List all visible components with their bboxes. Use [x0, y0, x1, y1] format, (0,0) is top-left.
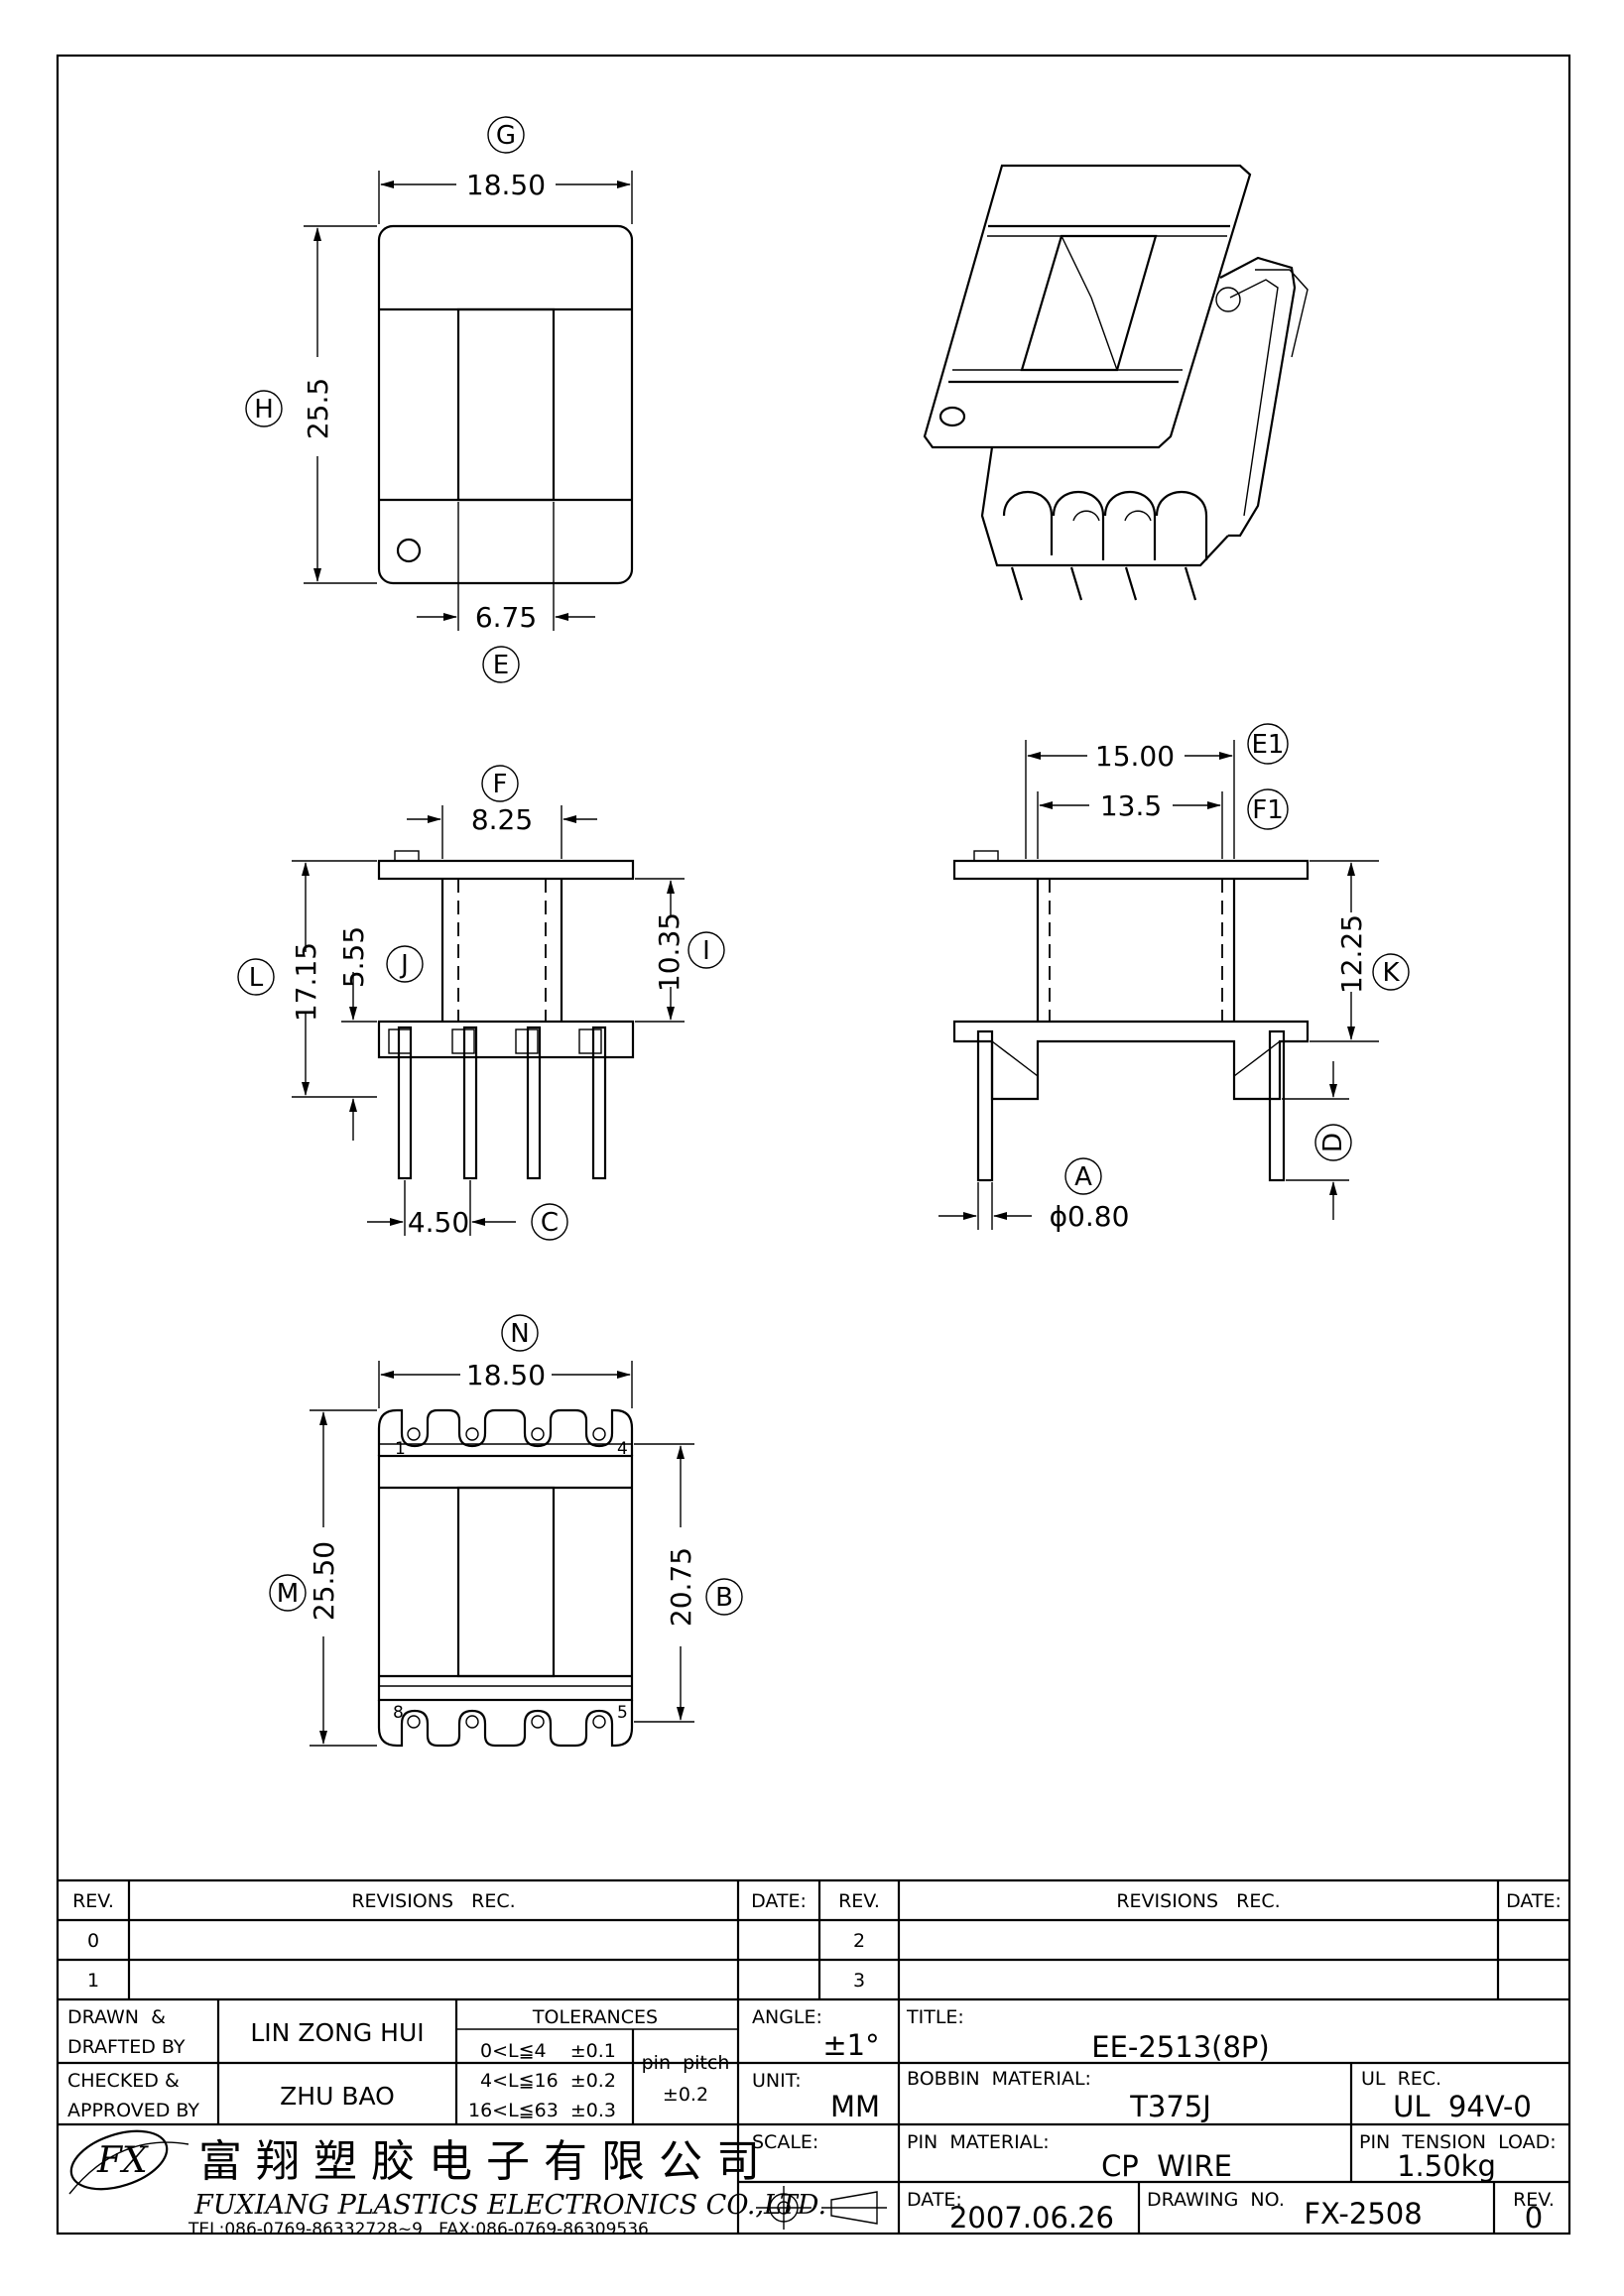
- pin-number-5: 5: [617, 1703, 628, 1723]
- projection-symbol-icon: [756, 2186, 887, 2230]
- bottom-view: 1 4 8 5 18.50 N 25.50 M 20.75 B: [269, 1314, 743, 1748]
- checked-label-line1: CHECKED &: [67, 2070, 180, 2092]
- pin-number-8: 8: [393, 1703, 404, 1723]
- pin-tension-value: 1.50kg: [1397, 2149, 1496, 2183]
- tolerance-row-1: 0<L≦4 ±0.1: [480, 2040, 616, 2062]
- pin-tension-label: PIN TENSION LOAD:: [1359, 2131, 1557, 2153]
- rev-row-3: 3: [853, 1970, 865, 1992]
- rev-row-0: 0: [87, 1930, 99, 1952]
- title-block: DRAWN & DRAFTED BY LIN ZONG HUI CHECKED …: [58, 1999, 1569, 2239]
- revision-value: 0: [1525, 2201, 1543, 2235]
- company-logo: FX: [68, 2129, 189, 2195]
- balloon-n: N: [510, 1319, 529, 1349]
- rev-row-1: 1: [87, 1970, 99, 1992]
- date-header-left: DATE:: [751, 1890, 807, 1912]
- dim-side-outer: 15.00: [1095, 740, 1175, 773]
- dim-top-height: 25.5: [302, 378, 334, 439]
- revision-label: REV.: [1513, 2189, 1555, 2211]
- drawing-border: [56, 54, 1571, 2236]
- balloon-i: I: [702, 936, 710, 966]
- balloon-m: M: [277, 1579, 299, 1609]
- dim-front-total-height: 17.15: [290, 942, 322, 1022]
- ul-rec-label: UL REC.: [1361, 2068, 1441, 2090]
- dim-side-height: 12.25: [1335, 914, 1368, 994]
- pin-material-value: CP WIRE: [1101, 2149, 1232, 2183]
- top-view: 18.50 G 25.5 H 6.75 E: [245, 116, 634, 683]
- dim-bottom-width: 18.50: [466, 1359, 546, 1391]
- balloon-h: H: [254, 395, 274, 424]
- scale-label: SCALE:: [752, 2131, 818, 2153]
- drawn-by-value: LIN ZONG HUI: [250, 2018, 424, 2047]
- dim-side-inner: 13.5: [1100, 789, 1162, 822]
- balloon-j: J: [399, 950, 409, 980]
- balloon-f: F: [493, 770, 508, 799]
- title-value: EE-2513(8P): [1091, 2030, 1269, 2064]
- dim-bottom-pin-span: 20.75: [665, 1547, 697, 1627]
- balloon-e1: E1: [1252, 730, 1285, 760]
- pin-number-4: 4: [617, 1439, 628, 1459]
- company-phone: TEL:086-0769-86332728~9 FAX:086-0769-863…: [187, 2220, 649, 2239]
- date-value: 2007.06.26: [949, 2201, 1114, 2235]
- balloon-k: K: [1382, 958, 1400, 988]
- unit-label: UNIT:: [752, 2070, 802, 2092]
- title-label: TITLE:: [906, 2006, 964, 2028]
- balloon-e: E: [493, 651, 509, 680]
- angle-label: ANGLE:: [752, 2006, 822, 2028]
- angle-value: ±1°: [822, 2028, 879, 2062]
- drawn-label-line1: DRAWN &: [67, 2006, 166, 2028]
- checked-by-value: ZHU BAO: [280, 2082, 395, 2111]
- tolerances-header: TOLERANCES: [532, 2006, 658, 2028]
- drawn-label-line2: DRAFTED BY: [67, 2036, 186, 2058]
- dim-top-width: 18.50: [466, 169, 546, 201]
- balloon-l: L: [249, 963, 264, 993]
- drawing-number-label: DRAWING NO.: [1147, 2189, 1285, 2211]
- checked-label-line2: APPROVED BY: [67, 2100, 199, 2121]
- dim-top-window: 6.75: [475, 601, 537, 634]
- dim-front-window: 8.25: [471, 803, 533, 836]
- tolerance-row-3: 16<L≦63 ±0.3: [468, 2100, 616, 2121]
- pin-material-label: PIN MATERIAL:: [907, 2131, 1050, 2153]
- bobbin-material-label: BOBBIN MATERIAL:: [907, 2068, 1091, 2090]
- side-view: 15.00 E1 13.5 F1 12.25 K D ϕ0.80 A: [938, 723, 1410, 1233]
- rev-row-2: 2: [853, 1930, 865, 1952]
- dim-pin-pitch: 4.50: [408, 1206, 469, 1239]
- pin-number-1: 1: [395, 1439, 406, 1459]
- rev-header-left: REV.: [72, 1890, 114, 1912]
- drawing-number-value: FX-2508: [1304, 2197, 1422, 2231]
- dim-pin-diameter: ϕ0.80: [1050, 1200, 1130, 1233]
- records-header-left: REVISIONS REC.: [351, 1890, 515, 1912]
- isometric-view: [923, 164, 1309, 601]
- balloon-a: A: [1074, 1162, 1092, 1192]
- date-label: DATE:: [907, 2189, 962, 2211]
- dim-front-flange-gap: 10.35: [653, 912, 686, 992]
- balloon-g: G: [496, 121, 516, 151]
- balloon-b: B: [715, 1583, 733, 1613]
- front-view: 8.25 F 17.15 L 5.55 J 10.35 I 4.50 C: [237, 765, 725, 1241]
- unit-value: MM: [830, 2090, 880, 2123]
- date-header-right: DATE:: [1506, 1890, 1562, 1912]
- pin-pitch-label: pin pitch: [642, 2052, 730, 2074]
- balloon-d: D: [1318, 1133, 1348, 1152]
- company-logo-text: FX: [96, 2140, 149, 2181]
- dim-bottom-height: 25.50: [308, 1541, 340, 1621]
- balloon-c: C: [541, 1208, 559, 1238]
- dim-front-base-height: 5.55: [337, 926, 370, 988]
- pin-pitch-value: ±0.2: [663, 2084, 708, 2106]
- rev-header-right: REV.: [838, 1890, 880, 1912]
- bobbin-material-value: T375J: [1129, 2090, 1211, 2123]
- company-name-cn: 富翔塑胶电子有限公司: [198, 2136, 774, 2187]
- revision-table: REV. REVISIONS REC. DATE: REV. REVISIONS…: [58, 1878, 1569, 2001]
- balloon-f1: F1: [1252, 795, 1284, 825]
- tolerance-row-2: 4<L≦16 ±0.2: [480, 2070, 616, 2092]
- company-name-en: FUXIANG PLASTICS ELECTRONICS CO.,LTD.: [193, 2190, 826, 2221]
- ul-rec-value: UL 94V-0: [1393, 2090, 1532, 2123]
- records-header-right: REVISIONS REC.: [1116, 1890, 1280, 1912]
